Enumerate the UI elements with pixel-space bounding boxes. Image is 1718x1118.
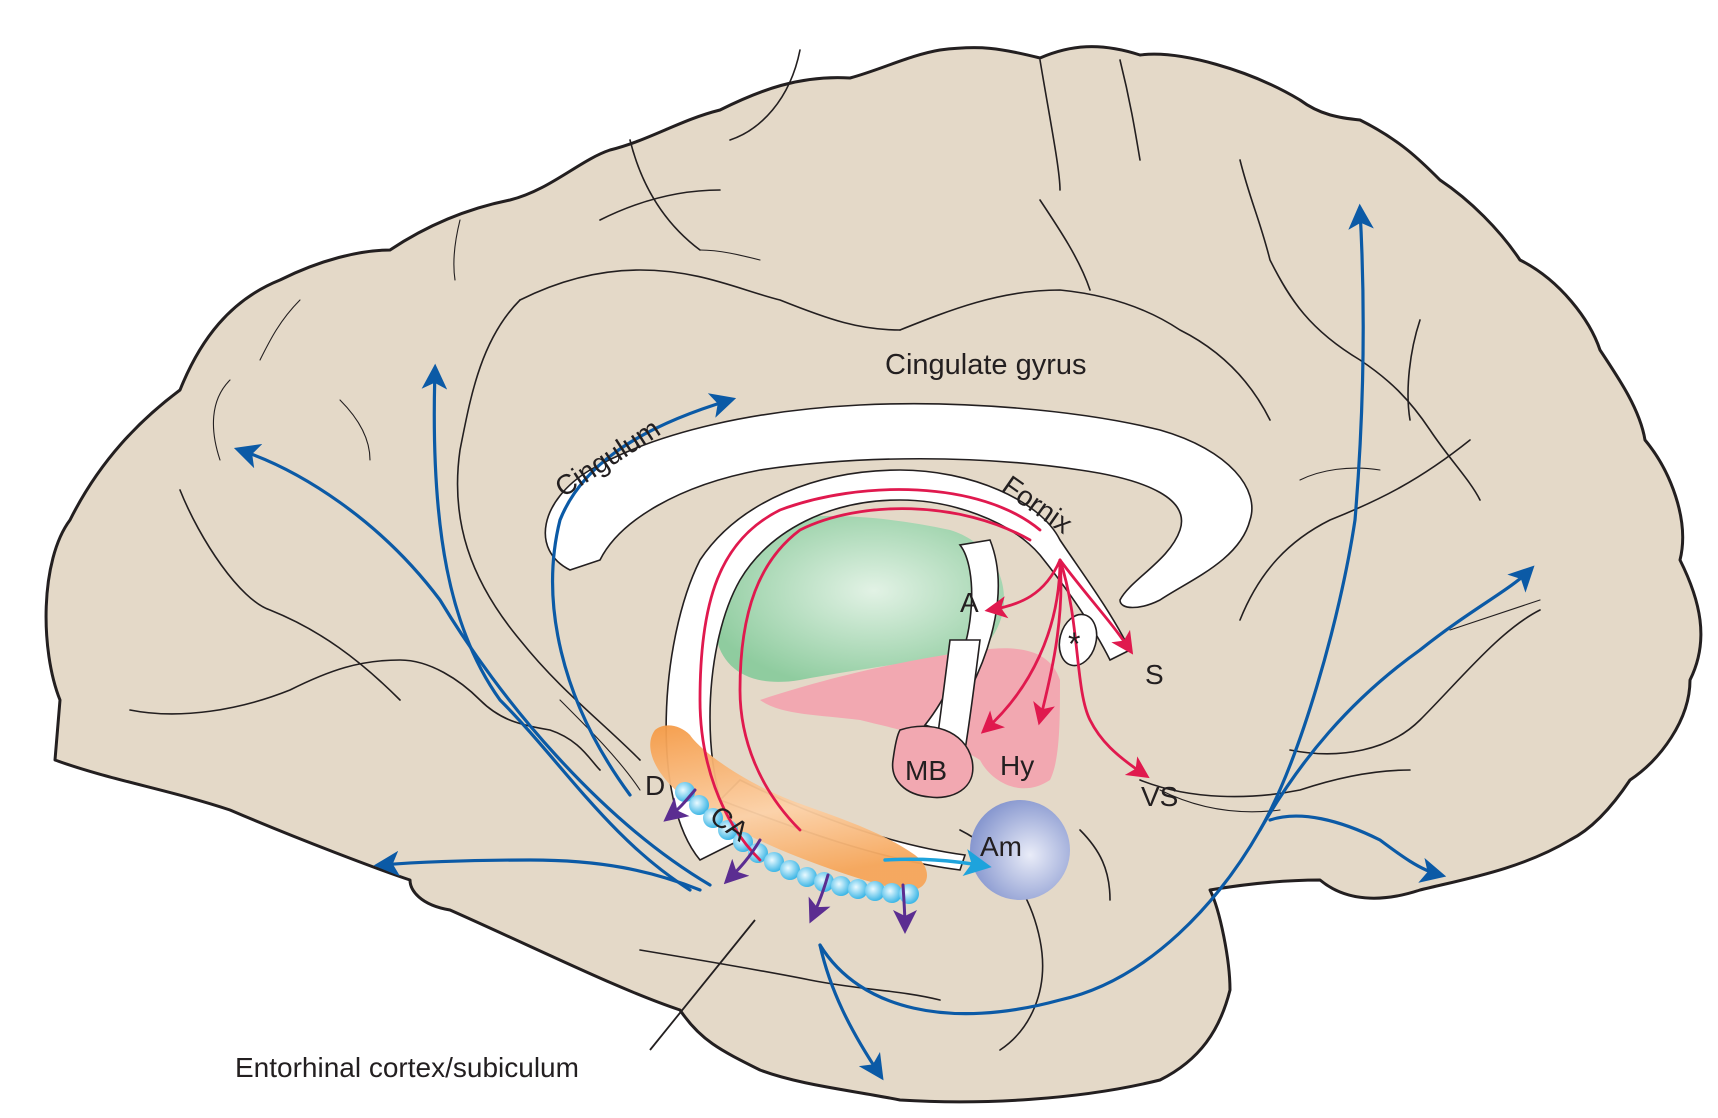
sulci (129, 49, 1541, 1051)
label-hypothalamus: Hy (1000, 750, 1034, 781)
label-mammillary-body: MB (905, 755, 947, 786)
label-amygdala: Am (980, 831, 1022, 862)
red-to-S (1058, 558, 1134, 655)
mammillary-body (891, 725, 974, 799)
red-fornix-pathways (698, 488, 1150, 862)
red-to-VS (1058, 558, 1150, 779)
thin-sulci (212, 219, 1541, 813)
label-anterior-thalamus: A (960, 587, 979, 618)
hippocampus-to-amygdala-arrow (883, 849, 992, 876)
purple-output-arrows (663, 788, 917, 934)
red-to-Hy (1033, 558, 1063, 726)
blue-cortical-pathways (233, 203, 1535, 1081)
label-septum: S (1145, 659, 1164, 690)
hypothalamus-region (760, 648, 1060, 789)
entorhinal-pointer-line (649, 919, 756, 1051)
label-cingulate-gyrus: Cingulate gyrus (885, 349, 1087, 381)
label-ventral-striatum: VS (1141, 781, 1178, 812)
anterior-thalamus (714, 516, 1005, 682)
label-asterisk: * (1068, 626, 1080, 662)
asterisk-structure (1058, 613, 1098, 667)
entorhinal-arrow-1 (233, 443, 712, 887)
entorhinal-arrow-2 (421, 363, 692, 892)
red-to-A (984, 558, 1062, 619)
label-entorhinal-cortex: Entorhinal cortex/subiculum (235, 1052, 579, 1083)
entorhinal-arrow-7 (1268, 814, 1447, 883)
entorhinal-arrow-6 (1258, 565, 1535, 832)
hippocampus-ca (650, 725, 927, 891)
red-to-MB (980, 558, 1062, 734)
label-dentate: D (645, 770, 665, 801)
fornix-red-2 (738, 507, 1032, 832)
fornix-red-1 (698, 488, 1042, 862)
corpus-callosum (544, 402, 1253, 609)
entorhinal-arrow-3 (373, 850, 702, 892)
entorhinal-arrow-4 (818, 943, 884, 1081)
cingulum-arrow (551, 393, 737, 797)
amygdala (970, 800, 1070, 900)
